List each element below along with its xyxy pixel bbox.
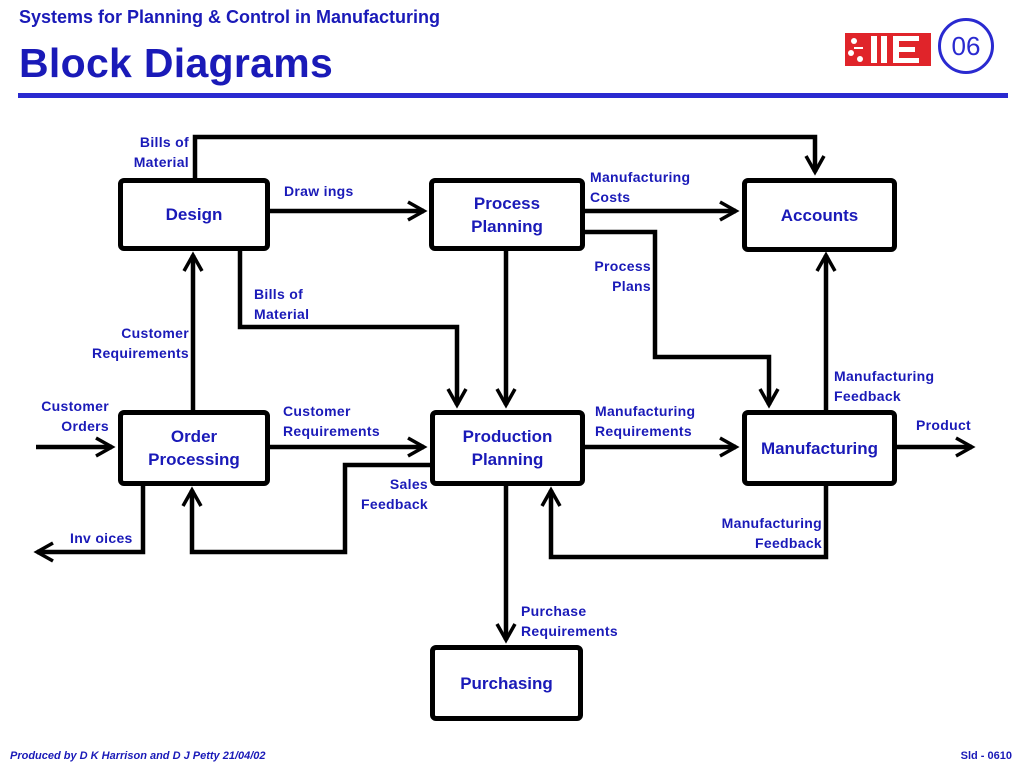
label-manufacturing-feedback-right: Manufacturing Feedback bbox=[834, 368, 935, 404]
label-customer-requirements-left: Customer Requirements bbox=[92, 325, 189, 361]
label-bills-of-material-mid: Bills of Material bbox=[254, 286, 310, 322]
footer-slide-id: Sld - 0610 bbox=[960, 750, 1012, 762]
arrow-bills-of-material-to-accounts bbox=[192, 134, 826, 180]
arrow-manufacturing-feedback-to-production bbox=[540, 486, 829, 560]
label-product: Product bbox=[916, 417, 971, 433]
slide-number-badge: 06 bbox=[938, 18, 994, 74]
title-rule bbox=[18, 93, 1008, 98]
arrow-sales-feedback bbox=[181, 462, 433, 555]
purchasing-block: Purchasing bbox=[430, 645, 583, 721]
label-purchase-requirements: Purchase Requirements bbox=[521, 603, 618, 639]
arrow-bills-of-material-to-production bbox=[237, 250, 468, 409]
arrow-process-plans bbox=[585, 229, 780, 409]
production-planning-block: Production Planning bbox=[430, 410, 585, 486]
label-customer-orders: Customer Orders bbox=[41, 398, 109, 434]
label-process-plans: Process Plans bbox=[594, 258, 651, 294]
label-invoices: Inv oices bbox=[70, 530, 133, 546]
accounts-block: Accounts bbox=[742, 178, 897, 252]
label-manufacturing-costs: Manufacturing Costs bbox=[590, 169, 691, 205]
label-sales-feedback: Sales Feedback bbox=[361, 476, 428, 512]
arrow-invoices bbox=[33, 486, 146, 563]
manufacturing-block: Manufacturing bbox=[742, 410, 897, 486]
label-customer-requirements-mid: Customer Requirements bbox=[283, 403, 380, 439]
label-bills-of-material-top: Bills of Material bbox=[133, 134, 189, 170]
design-block: Design bbox=[118, 178, 270, 251]
label-manufacturing-requirements: Manufacturing Requirements bbox=[595, 403, 696, 439]
order-processing-block: Order Processing bbox=[118, 410, 270, 486]
slide-title: Block Diagrams bbox=[19, 40, 334, 86]
label-drawings: Draw ings bbox=[284, 183, 354, 199]
footer-credit: Produced by D K Harrison and D J Petty 2… bbox=[10, 750, 266, 762]
label-manufacturing-feedback-bottom: Manufacturing Feedback bbox=[721, 515, 822, 551]
process-planning-block: Process Planning bbox=[429, 178, 585, 251]
deck-subtitle: Systems for Planning & Control in Manufa… bbox=[19, 7, 441, 27]
iie-logo bbox=[845, 33, 931, 66]
